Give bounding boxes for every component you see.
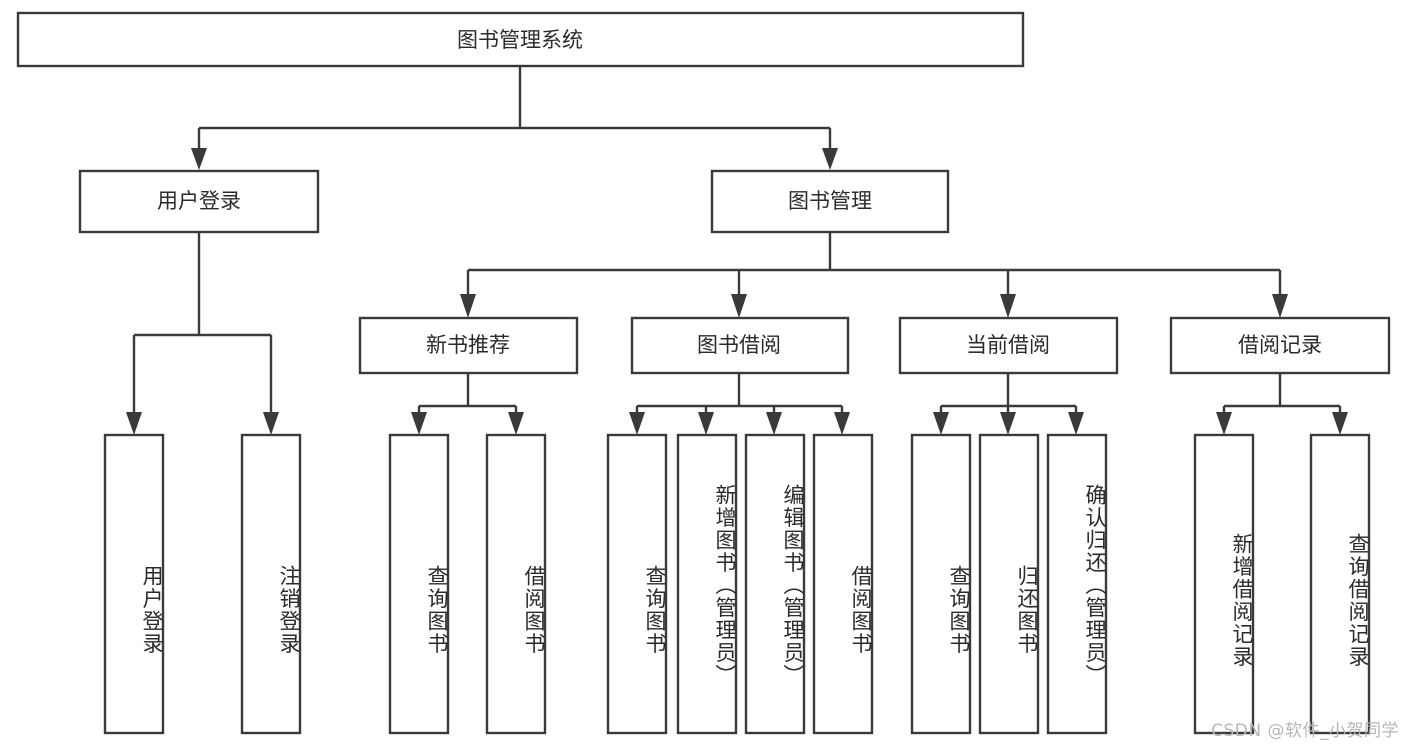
leaf-book-borrow-2[interactable]: 编辑图书（管理员） [744, 433, 806, 735]
leaf-current-borrow-0-label: 查询图书 [947, 565, 971, 655]
leaf-book-borrow-0[interactable]: 查询图书 [606, 433, 668, 735]
node-root-box[interactable] [16, 11, 1025, 68]
node-new-book-recommend-label: 新书推荐 [426, 333, 510, 357]
arrow-to-book-mgmt [822, 148, 838, 170]
leaf-book-borrow-1-box[interactable] [676, 433, 738, 735]
node-borrow-record-label: 借阅记录 [1238, 333, 1322, 357]
arrow-br-0 [1216, 412, 1232, 435]
leaf-current-borrow-2[interactable]: 确认归还（管理员） [1046, 433, 1108, 735]
arrow-cb-2 [1068, 412, 1084, 435]
leaf-borrow-record-0[interactable]: 新增借阅记录 [1193, 433, 1255, 735]
leaf-user-login-1-box[interactable] [240, 433, 302, 735]
leaf-borrow-record-0-label: 新增借阅记录 [1230, 532, 1254, 668]
node-user-login[interactable]: 用户登录 [78, 169, 320, 234]
arrow-l3-3 [1272, 294, 1288, 318]
node-current-borrow-box[interactable] [898, 316, 1119, 375]
leaf-current-borrow-1-box[interactable] [978, 433, 1040, 735]
leaf-book-borrow-0-label: 查询图书 [643, 565, 667, 655]
leaf-current-borrow-1[interactable]: 归还图书 [978, 433, 1040, 735]
arrow-ul-child-0 [126, 412, 142, 435]
node-book-management-box[interactable] [710, 169, 950, 234]
arrow-bb-0 [629, 412, 645, 435]
leaf-current-borrow-0-box[interactable] [910, 433, 972, 735]
node-book-borrow-box[interactable] [630, 316, 850, 375]
leaf-borrow-record-1[interactable]: 查询借阅记录 [1309, 433, 1371, 735]
leaf-new-book-recommend-1-box[interactable] [485, 433, 547, 735]
leaf-book-borrow-3-label: 借阅图书 [849, 565, 873, 655]
node-user-login-box[interactable] [78, 169, 320, 234]
leaf-user-login-0[interactable]: 用户登录 [103, 433, 165, 735]
node-user-login-label: 用户登录 [157, 189, 241, 213]
arrow-ul-child-1 [263, 412, 279, 435]
leaf-current-borrow-0[interactable]: 查询图书 [910, 433, 972, 735]
connector-layer [126, 66, 1348, 435]
leaf-book-borrow-2-box[interactable] [744, 433, 806, 735]
arrow-cb-1 [1000, 412, 1016, 435]
leaf-borrow-record-1-box[interactable] [1309, 433, 1371, 735]
leaf-current-borrow-1-label: 归还图书 [1015, 565, 1039, 655]
node-new-book-recommend-box[interactable] [358, 316, 579, 375]
arrow-l3-2 [1000, 294, 1016, 318]
leaf-new-book-recommend-1-label: 借阅图书 [522, 565, 546, 655]
arrow-br-1 [1332, 412, 1348, 435]
leaf-borrow-record-1-label: 查询借阅记录 [1346, 532, 1370, 668]
leaf-new-book-recommend-1[interactable]: 借阅图书 [485, 433, 547, 735]
arrow-nbr-1 [508, 412, 524, 435]
leaf-borrow-record-0-box[interactable] [1193, 433, 1255, 735]
leaf-new-book-recommend-0-label: 查询图书 [425, 565, 449, 655]
node-current-borrow[interactable]: 当前借阅 [898, 316, 1119, 375]
arrow-bb-3 [834, 412, 850, 435]
leaf-book-borrow-3-box[interactable] [812, 433, 874, 735]
node-root-label: 图书管理系统 [457, 28, 583, 52]
arrow-cb-0 [933, 412, 949, 435]
node-current-borrow-label: 当前借阅 [966, 333, 1050, 357]
arrow-bb-1 [698, 412, 714, 435]
leaf-user-login-0-box[interactable] [103, 433, 165, 735]
arrow-to-user-login [191, 148, 207, 170]
leaf-new-book-recommend-0[interactable]: 查询图书 [388, 433, 450, 735]
leaf-book-borrow-1[interactable]: 新增图书（管理员） [676, 433, 738, 735]
leaf-book-borrow-1-label: 新增图书（管理员） [713, 484, 737, 687]
node-book-borrow[interactable]: 图书借阅 [630, 316, 850, 375]
node-borrow-record-box[interactable] [1169, 316, 1391, 375]
node-book-borrow-label: 图书借阅 [697, 333, 781, 357]
leaf-current-borrow-2-box[interactable] [1046, 433, 1108, 735]
leaf-user-login-0-label: 用户登录 [140, 565, 164, 655]
leaf-book-borrow-0-box[interactable] [606, 433, 668, 735]
leaf-current-borrow-2-label: 确认归还（管理员） [1083, 484, 1107, 687]
leaf-user-login-1[interactable]: 注销登录 [240, 433, 302, 735]
node-borrow-record[interactable]: 借阅记录 [1169, 316, 1391, 375]
arrow-bb-2 [766, 412, 782, 435]
node-root[interactable]: 图书管理系统 [16, 11, 1025, 68]
leaf-new-book-recommend-0-box[interactable] [388, 433, 450, 735]
arrow-l3-0 [460, 294, 476, 318]
leaf-book-borrow-2-label: 编辑图书（管理员） [781, 484, 805, 687]
node-book-management[interactable]: 图书管理 [710, 169, 950, 234]
leaf-book-borrow-3[interactable]: 借阅图书 [812, 433, 874, 735]
node-book-management-label: 图书管理 [788, 189, 872, 213]
node-new-book-recommend[interactable]: 新书推荐 [358, 316, 579, 375]
arrow-nbr-0 [411, 412, 427, 435]
leaf-user-login-1-label: 注销登录 [277, 565, 301, 655]
arrow-l3-1 [731, 294, 747, 318]
